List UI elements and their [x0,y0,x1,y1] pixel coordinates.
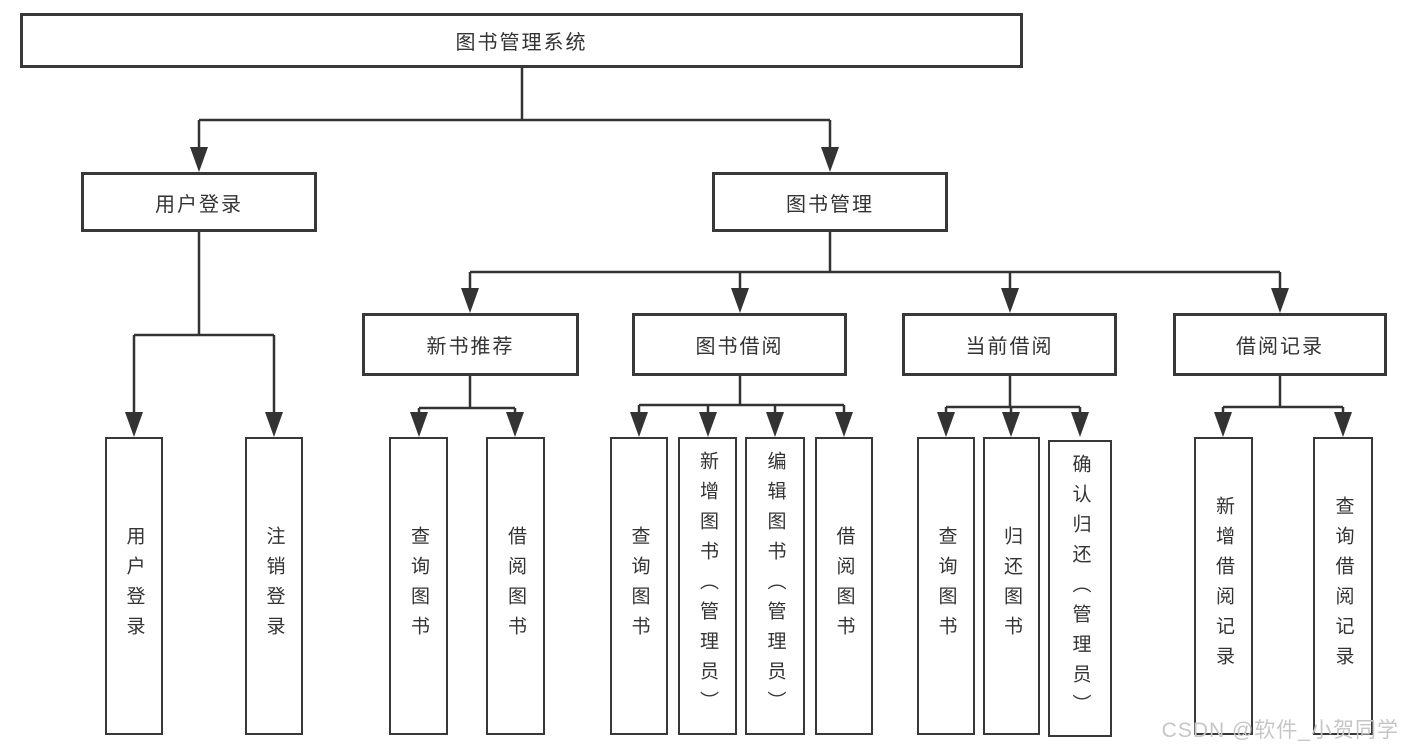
leaf-confirm-return-admin: 确认归还（管理员） [1048,440,1112,737]
node-label: 新书推荐 [426,336,515,358]
leaf-add-borrow-record: 新增借阅记录 [1194,437,1253,735]
node-book-management: 图书管理 [712,172,948,232]
leaf-borrowing-query-books: 查询图书 [610,437,668,735]
node-user-login: 用户登录 [81,172,317,232]
leaf-newbook-query-books: 查询图书 [389,437,448,735]
node-label: 图书管理 [786,193,874,216]
leaf-label: 查询借阅记录 [1332,496,1354,676]
node-label: 当前借阅 [965,336,1054,358]
leaf-logout: 注销登录 [245,437,303,735]
leaf-edit-books-admin: 编辑图书（管理员） [745,437,805,735]
leaf-label: 查询图书 [408,526,429,646]
leaf-label: 确认归还（管理员） [1069,453,1091,724]
node-label: 图书借阅 [695,336,784,358]
leaf-label: 借阅图书 [505,526,526,646]
node-book-borrowing: 图书借阅 [632,313,847,376]
leaf-label: 归还图书 [1001,526,1022,646]
leaf-user-login: 用户登录 [105,437,163,735]
leaf-label: 用户登录 [123,526,145,646]
leaf-borrowing-borrow-books: 借阅图书 [815,437,873,735]
leaf-label: 借阅图书 [833,526,855,646]
leaf-label: 新增图书（管理员） [697,451,718,721]
node-label: 用户登录 [155,193,243,216]
leaf-add-books-admin: 新增图书（管理员） [678,437,737,735]
leaf-return-books: 归还图书 [983,437,1040,735]
leaf-query-borrow-record: 查询借阅记录 [1313,437,1373,735]
node-library-management-system: 图书管理系统 [20,13,1023,68]
leaf-label: 查询图书 [628,526,650,646]
node-label: 图书管理系统 [455,32,588,54]
leaf-newbook-borrow-books: 借阅图书 [486,437,545,735]
leaf-label: 新增借阅记录 [1213,496,1234,676]
node-new-book-recommend: 新书推荐 [362,313,579,376]
node-label: 借阅记录 [1236,336,1324,358]
node-borrowing-records: 借阅记录 [1173,313,1387,376]
leaf-label: 注销登录 [263,526,285,646]
leaf-label: 编辑图书（管理员） [764,451,786,721]
leaf-current-query-books: 查询图书 [917,437,975,735]
node-current-borrowing: 当前借阅 [902,313,1117,376]
leaf-label: 查询图书 [935,526,957,646]
watermark: CSDN @软件_小贺同学 [1161,719,1399,742]
